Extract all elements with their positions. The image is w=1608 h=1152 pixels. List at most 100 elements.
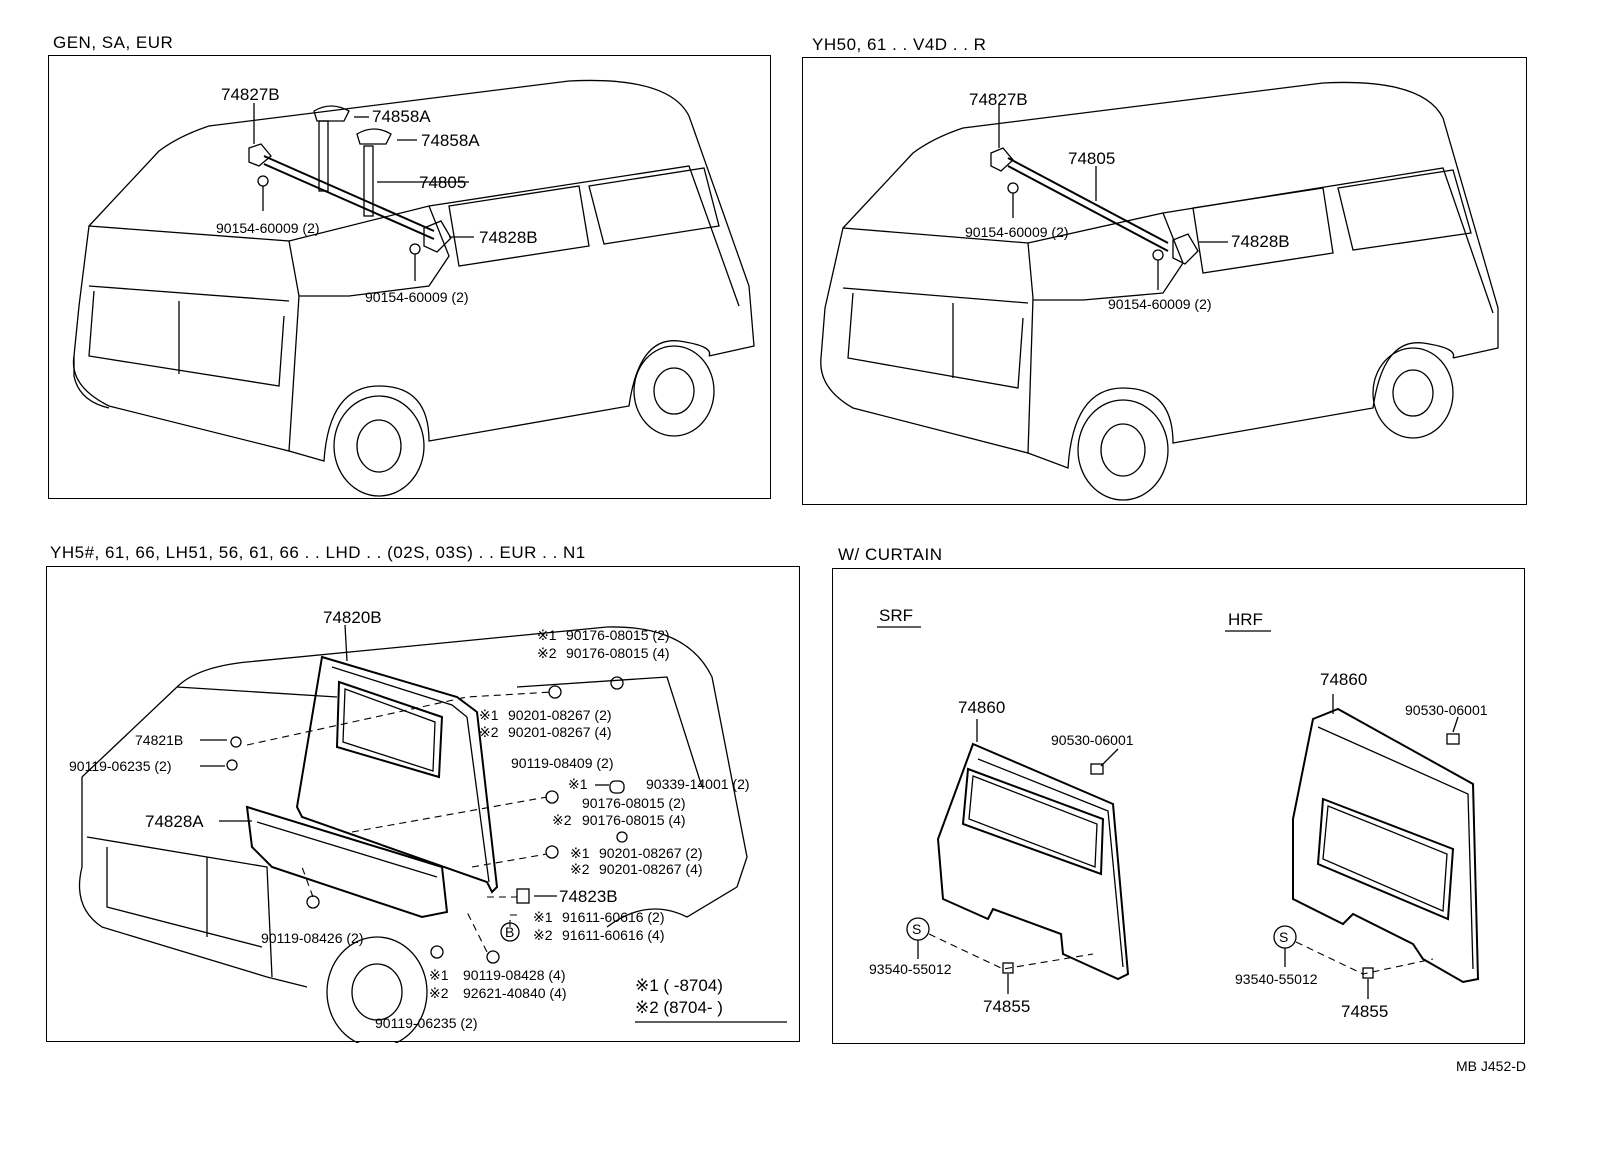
label-hrf: HRF bbox=[1228, 610, 1263, 629]
mark-2: ※2 bbox=[533, 927, 553, 943]
label-90176-08015-4b: 90176-08015 (4) bbox=[582, 812, 686, 828]
bracket-74828b-icon bbox=[423, 220, 452, 253]
partition-panel-74820b bbox=[295, 655, 499, 894]
label-74805: 74805 bbox=[419, 173, 466, 192]
label-74860-srf: 74860 bbox=[958, 698, 1005, 717]
label-74821b: 74821B bbox=[135, 732, 183, 748]
bracket-74827b-icon bbox=[990, 147, 1014, 172]
bolt-icon bbox=[226, 759, 238, 771]
mark-1: ※1 bbox=[537, 627, 557, 643]
screw-icon bbox=[1152, 249, 1164, 261]
label-90530-06001-srf: 90530-06001 bbox=[1051, 732, 1134, 748]
label-93540-55012-hrf: 93540-55012 bbox=[1235, 971, 1318, 987]
label-90176-08015-2: 90176-08015 (2) bbox=[566, 627, 670, 643]
bolt-icon bbox=[545, 790, 559, 804]
label-74828b: 74828B bbox=[1231, 232, 1290, 251]
label-90119-08409: 90119-08409 (2) bbox=[511, 755, 613, 771]
bolt-icon bbox=[430, 945, 444, 959]
bracket-74828b-icon bbox=[1172, 233, 1199, 265]
label-90339-14001: 90339-14001 (2) bbox=[646, 776, 750, 792]
label-90176-08015-4: 90176-08015 (4) bbox=[566, 645, 670, 661]
screw-icon bbox=[409, 243, 421, 255]
roof-rail-74805 bbox=[248, 105, 452, 255]
mark-2: ※2 bbox=[552, 812, 572, 828]
label-93540-55012-srf: 93540-55012 bbox=[869, 961, 952, 977]
label-74855-srf: 74855 bbox=[983, 997, 1030, 1016]
label-90154-60009-b: 90154-60009 (2) bbox=[1108, 296, 1212, 312]
label-74820b: 74820B bbox=[323, 608, 382, 627]
mark-1: ※1 bbox=[570, 845, 590, 861]
screw-icon bbox=[257, 175, 269, 187]
label-srf: SRF bbox=[879, 606, 913, 625]
clip-90530-icon bbox=[1446, 733, 1460, 745]
label-74858a-2: 74858A bbox=[421, 131, 480, 150]
label-90119-08428: 90119-08428 (4) bbox=[463, 967, 565, 983]
b-circle-icon bbox=[500, 922, 520, 942]
mark-2: ※2 bbox=[479, 724, 499, 740]
label-74860-hrf: 74860 bbox=[1320, 670, 1367, 689]
curtain-diagram: SRF HRF 74860 90530-06001 S 93540-55012 … bbox=[869, 606, 1488, 1021]
s-mark-srf: S bbox=[912, 921, 921, 937]
mark-1: ※1 bbox=[429, 967, 449, 983]
label-74858a-1: 74858A bbox=[372, 107, 431, 126]
partition-panel-diagram: 74820B 74821B 90119-06235 (2) 74828A 901… bbox=[69, 608, 787, 1043]
van-roof-rail-diagram-2: 74827B 74805 90154-60009 (2) 74828B 9015… bbox=[820, 81, 1499, 501]
label-90176-08015-2b: 90176-08015 (2) bbox=[582, 795, 686, 811]
label-74827b: 74827B bbox=[221, 85, 280, 104]
mark-1: ※1 bbox=[533, 909, 553, 925]
nut-icon bbox=[548, 685, 562, 699]
roof-rail-74805 bbox=[990, 147, 1199, 265]
cap-74858a-icon bbox=[356, 128, 392, 145]
nut-icon bbox=[545, 845, 559, 859]
label-90154-60009-a: 90154-60009 (2) bbox=[965, 224, 1069, 240]
label-74827b: 74827B bbox=[969, 90, 1028, 109]
diagram-panel-yh50: 74827B 74805 90154-60009 (2) 74828B 9015… bbox=[802, 57, 1527, 505]
fasteners bbox=[226, 676, 628, 964]
mark-2: ※2 bbox=[537, 645, 557, 661]
label-90201-08267-4b: 90201-08267 (4) bbox=[599, 861, 703, 877]
label-90201-08267-2b: 90201-08267 (2) bbox=[599, 845, 703, 861]
van-outline bbox=[72, 79, 755, 497]
label-91611-60616-4: 91611-60616 (4) bbox=[562, 927, 664, 943]
curtain-74860-srf bbox=[936, 742, 1130, 981]
label-90154-60009-b: 90154-60009 (2) bbox=[365, 289, 469, 305]
grommet-icon bbox=[609, 780, 625, 794]
diagram-panel-gen-sa-eur: 74827B 74858A 74858A 74805 90154-60009 (… bbox=[48, 55, 771, 499]
label-90201-08267-4: 90201-08267 (4) bbox=[508, 724, 612, 740]
panel-title-yh5-lhd: YH5#, 61, 66, LH51, 56, 61, 66 . . LHD .… bbox=[50, 543, 586, 562]
label-90201-08267-2: 90201-08267 (2) bbox=[508, 707, 612, 723]
panel-title-yh50: YH50, 61 . . V4D . . R bbox=[812, 35, 987, 54]
label-92621-40840: 92621-40840 (4) bbox=[463, 985, 567, 1001]
nut-icon bbox=[616, 831, 628, 843]
screw-icon bbox=[1007, 182, 1019, 194]
bracket-74827b-icon bbox=[248, 143, 272, 167]
label-74855-hrf: 74855 bbox=[1341, 1002, 1388, 1021]
van-outline bbox=[820, 81, 1499, 501]
label-90154-60009-a: 90154-60009 (2) bbox=[216, 220, 320, 236]
bolt-icon bbox=[486, 950, 500, 964]
label-74828a: 74828A bbox=[145, 812, 204, 831]
label-74805: 74805 bbox=[1068, 149, 1115, 168]
legend-2: ※2 (8704- ) bbox=[635, 998, 723, 1017]
mark-1: ※1 bbox=[479, 707, 499, 723]
lower-panel-74828a bbox=[245, 805, 449, 919]
label-90119-06235-bottom: 90119-06235 (2) bbox=[375, 1015, 477, 1031]
panel-title-gen-sa-eur: GEN, SA, EUR bbox=[53, 33, 174, 52]
clip-90530-icon bbox=[1090, 763, 1104, 775]
b-mark: B bbox=[505, 924, 514, 940]
label-74828b: 74828B bbox=[479, 228, 538, 247]
bolt-icon bbox=[306, 895, 320, 909]
label-74823b: 74823B bbox=[559, 887, 618, 906]
label-90530-06001-hrf: 90530-06001 bbox=[1405, 702, 1488, 718]
label-90119-08426: 90119-08426 (2) bbox=[261, 930, 363, 946]
hook-74855-icon bbox=[1362, 967, 1374, 979]
mark-2: ※2 bbox=[429, 985, 449, 1001]
label-90119-06235-top: 90119-06235 (2) bbox=[69, 758, 171, 774]
catalog-code: MB J452-D bbox=[1456, 1058, 1527, 1074]
diagram-panel-w-curtain: SRF HRF 74860 90530-06001 S 93540-55012 … bbox=[832, 568, 1525, 1044]
van-roof-rail-diagram: 74827B 74858A 74858A 74805 90154-60009 (… bbox=[72, 79, 755, 497]
panel-title-w-curtain: W/ CURTAIN bbox=[838, 545, 943, 564]
hook-74855-icon bbox=[1002, 962, 1014, 974]
van-outline bbox=[78, 626, 748, 1043]
hinge-74823b-icon bbox=[516, 888, 530, 904]
